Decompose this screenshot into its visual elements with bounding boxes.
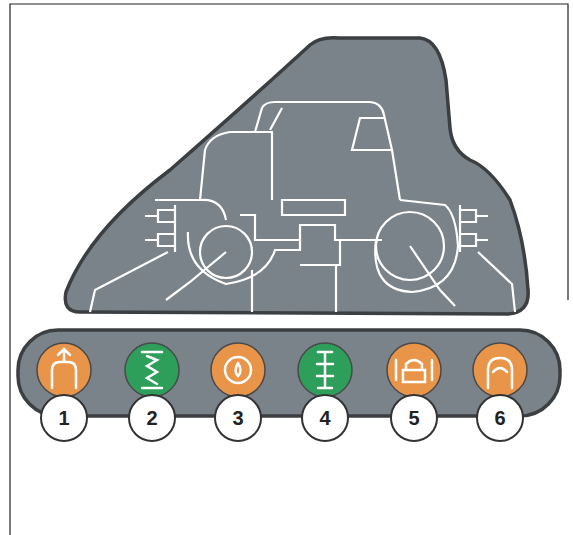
icon-glyphs xyxy=(52,349,512,388)
tractor-outline xyxy=(90,102,515,312)
tractor-panel xyxy=(65,38,528,314)
callout-number: 2 xyxy=(132,398,172,438)
icon-bar xyxy=(18,330,560,416)
callout-number: 5 xyxy=(394,398,434,438)
callout-number: 4 xyxy=(305,398,345,438)
callout-number: 6 xyxy=(480,398,520,438)
callout-number: 1 xyxy=(44,398,84,438)
callout-number: 3 xyxy=(218,398,258,438)
status-icons xyxy=(37,343,527,397)
callout-circles xyxy=(41,395,523,441)
frame-border xyxy=(10,4,568,535)
